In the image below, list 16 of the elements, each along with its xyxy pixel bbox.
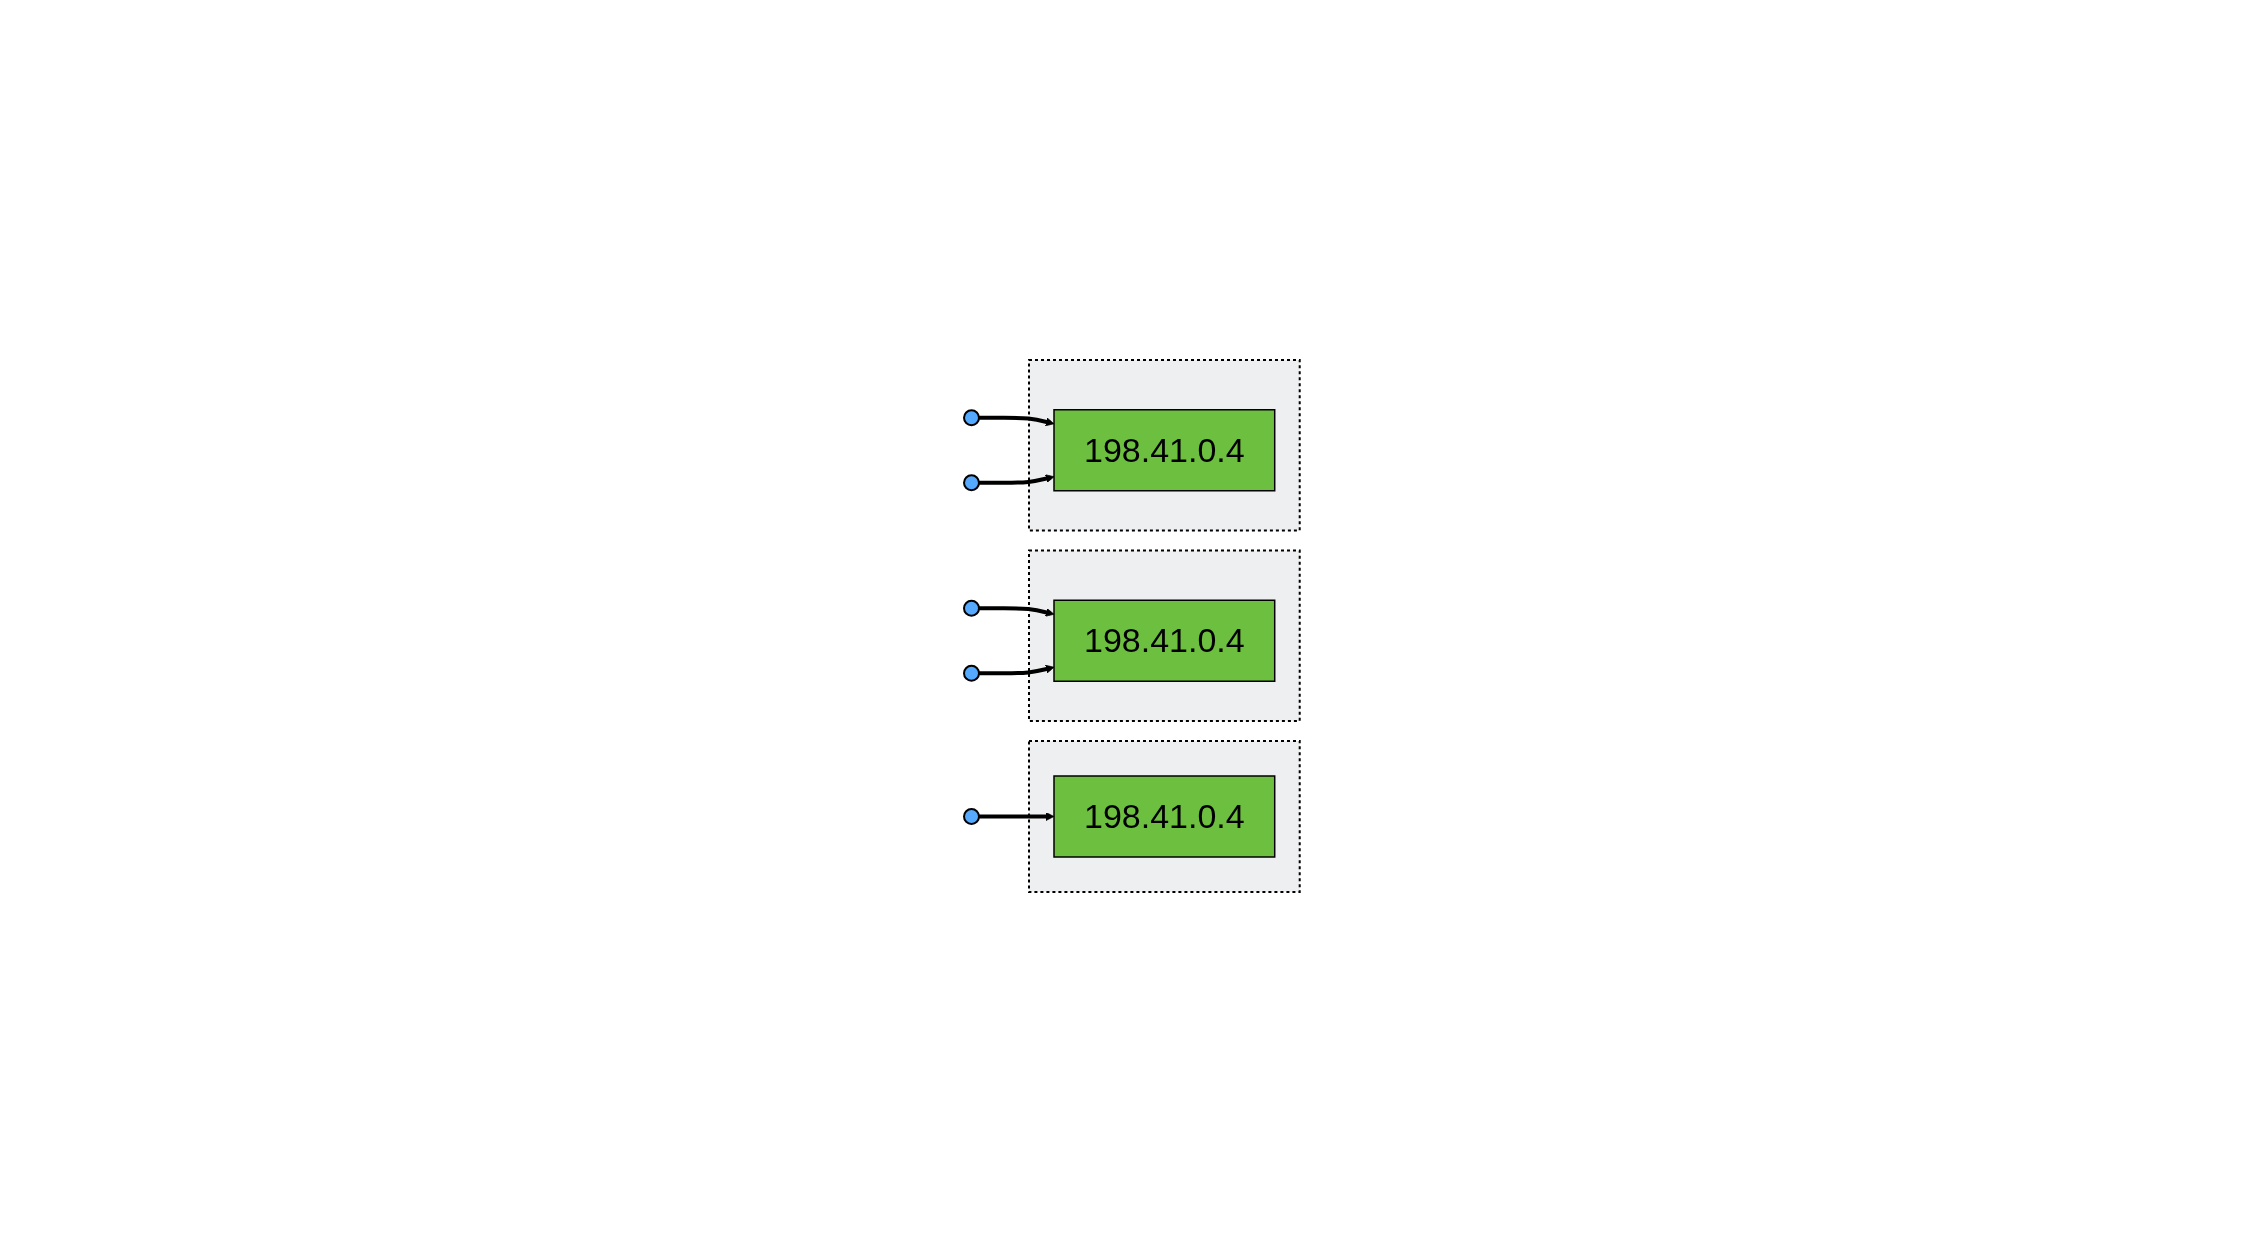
node-circle — [963, 664, 981, 682]
node-circle — [963, 807, 981, 825]
arrow — [979, 664, 1055, 675]
node-box: 198.41.0.4 — [1053, 774, 1276, 858]
cluster — [1028, 549, 1301, 722]
cluster — [1028, 739, 1301, 893]
node-circle — [963, 473, 981, 491]
node-box: 198.41.0.4 — [1053, 599, 1276, 682]
arrow — [979, 473, 1055, 485]
node-circle — [963, 599, 981, 617]
node-box: 198.41.0.4 — [1053, 408, 1276, 491]
node-circle — [963, 408, 981, 426]
arrow — [979, 415, 1055, 426]
cluster — [1028, 358, 1301, 531]
arrow — [979, 605, 1055, 617]
arrow — [979, 811, 1055, 821]
